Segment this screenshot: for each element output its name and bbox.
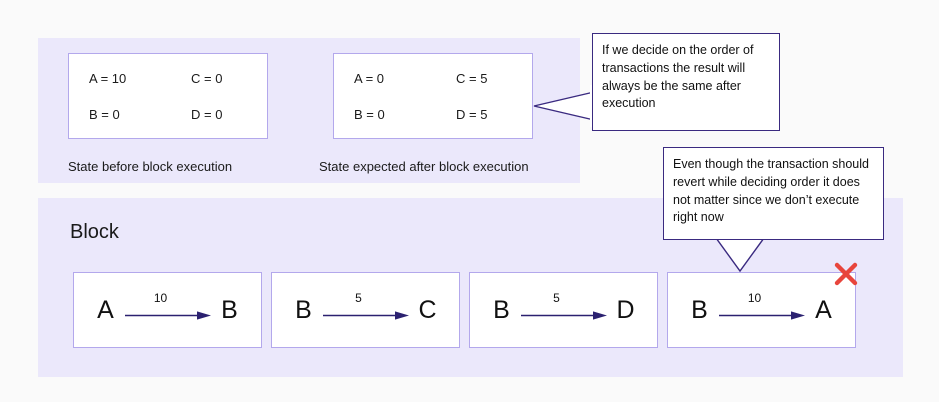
transaction-inner: B 5 C xyxy=(272,273,459,347)
transaction-inner: B 10 A xyxy=(668,273,855,347)
transaction-from: A xyxy=(97,295,114,324)
callout-tail-down-icon xyxy=(701,234,779,273)
callout-revert-text: Even though the transaction should rever… xyxy=(673,157,869,225)
state-cell-a: A = 10 xyxy=(89,70,127,86)
state-grid-before: A = 10 C = 0 B = 0 D = 0 xyxy=(69,54,267,138)
state-grid-after: A = 0 C = 5 B = 0 D = 5 xyxy=(334,54,532,138)
state-cell-d: D = 5 xyxy=(456,106,488,122)
transaction-arrow: 10 xyxy=(124,291,211,325)
transaction-box: B 5 C xyxy=(271,272,460,348)
transaction-arrow: 10 xyxy=(718,291,805,325)
state-box-before: A = 10 C = 0 B = 0 D = 0 xyxy=(68,53,268,139)
callout-tail-left-icon xyxy=(533,85,596,127)
transaction-amount: 5 xyxy=(355,291,362,305)
state-cell-c: C = 5 xyxy=(456,70,488,86)
transaction-box: A 10 B xyxy=(73,272,262,348)
state-cell-d: D = 0 xyxy=(191,106,223,122)
transaction-inner: A 10 B xyxy=(74,273,261,347)
caption-state-after: State expected after block execution xyxy=(319,159,529,174)
arrow-right-icon xyxy=(124,311,211,320)
transaction-arrow: 5 xyxy=(322,291,409,325)
red-x-icon xyxy=(834,262,858,286)
arrow-right-icon xyxy=(322,311,409,320)
state-cell-b: B = 0 xyxy=(354,106,385,122)
transaction-inner: B 5 D xyxy=(470,273,657,347)
transaction-box: B 5 D xyxy=(469,272,658,348)
arrow-right-icon xyxy=(718,311,805,320)
block-title: Block xyxy=(70,221,119,243)
transaction-from: B xyxy=(691,295,708,324)
caption-state-before: State before block execution xyxy=(68,159,233,174)
state-cell-c: C = 0 xyxy=(191,70,223,86)
transaction-arrow: 5 xyxy=(520,291,607,325)
transaction-to: C xyxy=(418,295,437,324)
callout-order: If we decide on the order of transaction… xyxy=(592,33,780,131)
transaction-to: D xyxy=(616,295,635,324)
state-cell-a: A = 0 xyxy=(354,70,384,86)
transaction-amount: 5 xyxy=(553,291,560,305)
state-box-after: A = 0 C = 5 B = 0 D = 5 xyxy=(333,53,533,139)
callout-revert: Even though the transaction should rever… xyxy=(663,147,884,240)
transaction-from: B xyxy=(295,295,312,324)
arrow-right-icon xyxy=(520,311,607,320)
state-cell-b: B = 0 xyxy=(89,106,120,122)
transaction-amount: 10 xyxy=(153,291,168,305)
transaction-from: B xyxy=(493,295,510,324)
callout-order-text: If we decide on the order of transaction… xyxy=(602,43,754,111)
transaction-box: B 10 A xyxy=(667,272,856,348)
transaction-to: A xyxy=(815,295,832,324)
transaction-amount: 10 xyxy=(747,291,762,305)
transaction-to: B xyxy=(221,295,238,324)
